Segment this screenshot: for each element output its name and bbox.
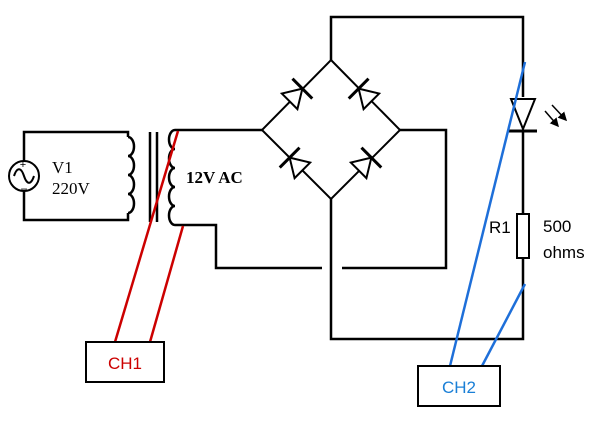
led-triangle [509, 98, 537, 132]
ch2-probe-label: CH2 [442, 378, 476, 397]
resistor-unit-label: ohms [543, 243, 585, 262]
source-minus-sign: − [20, 182, 27, 196]
resistor-name-label: R1 [489, 218, 511, 237]
light-arrow-icon [544, 110, 559, 128]
ch2-probe-leads [448, 61, 527, 367]
secondary-voltage-label: 12V AC [186, 168, 243, 187]
resistor-r1 [516, 213, 530, 259]
diode-d2 [347, 77, 382, 112]
primary-winding [127, 135, 136, 215]
ch1-probe-box [85, 341, 165, 383]
bridge-rectifier [260, 58, 402, 201]
diode-d1 [279, 77, 314, 112]
sine-wave-icon [13, 168, 35, 184]
resistor-value-label: 500 [543, 217, 571, 236]
diode-d4 [348, 146, 383, 181]
ch1-probe-label: CH1 [108, 354, 142, 373]
output-wires [329, 15, 525, 341]
led [509, 98, 568, 133]
bridge-diamond [260, 58, 402, 201]
diode-d3 [278, 146, 313, 181]
ch1-probe-leads [113, 130, 185, 343]
primary-wires [22, 130, 130, 222]
source-voltage-label: 220V [52, 179, 91, 198]
source-plus-sign: + [20, 159, 26, 171]
secondary-wires [175, 128, 448, 270]
light-arrow-icon-2 [551, 104, 568, 122]
source-name-label: V1 [52, 158, 73, 177]
ch2-probe-box [417, 365, 501, 407]
transformer [127, 128, 176, 227]
